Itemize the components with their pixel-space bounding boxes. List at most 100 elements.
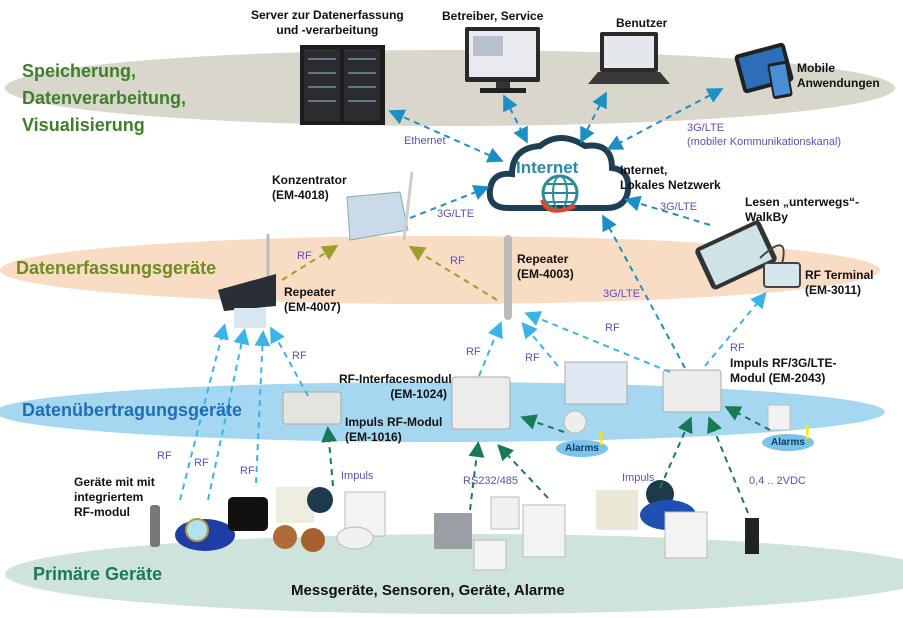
rf-interface-label: RF-Interfacesmodul (EM-1024) — [339, 372, 452, 402]
impuls-lte-link-label: 3G/LTE — [603, 288, 641, 300]
ethernet-link — [388, 109, 504, 163]
mobile-link-label: 3G/LTE (mobiler Kommunikationskanal) — [687, 121, 841, 149]
concentrator-label-line-1: Konzentrator — [272, 173, 347, 187]
tier-transmission-label: Datenübertragungsgeräte — [22, 400, 243, 420]
rs-label: RS232/485 — [463, 475, 519, 487]
vdc-label: 0,4 .. 2VDC — [749, 475, 806, 487]
repeater-4007-icon — [218, 234, 276, 328]
rf-interface-line-2: (EM-1024) — [390, 387, 447, 401]
integrated-rf-label: Geräte mit mit integriertem RF-modul — [74, 475, 155, 520]
impuls-label-1: Impuls — [341, 470, 374, 482]
rf-link-5 — [478, 321, 503, 377]
rf-label-2: RF — [450, 255, 465, 267]
walkby-lte-label: 3G/LTE — [660, 201, 698, 213]
tier-storage-line-2: Datenverarbeitung, — [22, 88, 187, 108]
user-link — [580, 91, 607, 144]
internet-label-line-2: Lokales Netzwerk — [620, 178, 721, 192]
alarm-link-1 — [520, 414, 565, 433]
walkby-label-line-1: Lesen „unterwegs“- — [745, 195, 860, 209]
rf-label-7: RF — [730, 342, 745, 354]
mobile-label: Mobile Anwendungen — [797, 61, 880, 91]
rf-terminal-label: RF Terminal (EM-3011) — [805, 268, 873, 298]
rf-link-6 — [521, 321, 559, 367]
primary-devices-left — [150, 487, 386, 552]
server-label-line-2: und -verarbeitung — [276, 23, 379, 37]
door-contact-icon — [767, 404, 791, 431]
impuls-rf-line-2: (EM-1016) — [345, 430, 402, 444]
rf-link-1 — [179, 323, 229, 501]
impuls-rf-line-1: Impuls RF-Modul — [345, 415, 443, 429]
alarm-panel-icon — [564, 361, 628, 405]
integrated-rf-line-2: integriertem — [74, 490, 144, 504]
alarm-badge-1: Alarms — [556, 440, 608, 457]
rf-link-8 — [704, 291, 767, 367]
repeater-4007-line-2: (EM-4007) — [284, 300, 341, 314]
operator-link — [503, 94, 528, 144]
rf-interface-line-1: RF-Interfacesmodul — [339, 372, 452, 386]
rs-link-2 — [497, 444, 549, 499]
internet-cloud-icon — [486, 135, 632, 213]
acquisition-band — [0, 236, 880, 304]
rf-label-6: RF — [605, 322, 620, 334]
server-icon — [300, 45, 385, 125]
rf-label-3: RF — [292, 350, 307, 362]
walkby-link — [624, 195, 711, 226]
rf-terminal-line-1: RF Terminal — [805, 268, 874, 282]
concentrator-label-line-2: (EM-4018) — [272, 188, 329, 202]
primary-devices-middle — [434, 496, 566, 571]
integrated-rf-line-1: Geräte mit mit — [74, 475, 155, 489]
primary-devices-right — [596, 480, 759, 559]
repeater-4003-line-1: Repeater — [517, 252, 569, 266]
internet-label: Internet, Lokales Netzwerk — [620, 163, 721, 193]
rf-link-4 — [270, 326, 309, 397]
tier-acquisition-label: Datenerfassungsgeräte — [16, 258, 217, 278]
concentrator-label: Konzentrator (EM-4018) — [272, 173, 347, 203]
repeater-4007-label: Repeater (EM-4007) — [284, 285, 341, 315]
repeater-4003-icon — [504, 235, 512, 320]
rf-label-10: RF — [240, 465, 255, 477]
user-label: Benutzer — [616, 16, 668, 30]
integrated-rf-line-3: RF-modul — [74, 505, 130, 519]
rf-label-8: RF — [157, 450, 172, 462]
tier-storage-line-3: Visualisierung — [22, 115, 145, 135]
repeater-4007-line-1: Repeater — [284, 285, 336, 299]
vdc-link — [707, 416, 749, 514]
impuls-lte-line-1: Impuls RF/3G/LTE- — [730, 356, 837, 370]
rf-link-3 — [254, 330, 271, 484]
rf-label-9: RF — [194, 457, 209, 469]
rf-label-5: RF — [525, 352, 540, 364]
smoke-sensor-icon — [563, 410, 587, 434]
rf-label-4: RF — [466, 346, 481, 358]
rf-interface-module-icon — [451, 376, 511, 430]
rf-terminal-icon — [763, 262, 801, 288]
tier-storage-line-1: Speicherung, — [22, 61, 137, 81]
repeater-4003-line-2: (EM-4003) — [517, 267, 574, 281]
rf-terminal-line-2: (EM-3011) — [805, 283, 862, 297]
walkby-label-line-2: WalkBy — [745, 210, 788, 224]
repeater-4003-label: Repeater (EM-4003) — [517, 252, 574, 282]
server-label: Server zur Datenerfassung und -verarbeit… — [251, 8, 404, 38]
alarm-link-2 — [724, 406, 771, 431]
rf-link-2 — [207, 328, 250, 501]
impuls-label-2: Impuls — [622, 472, 655, 484]
concentrator-icon — [346, 171, 414, 241]
impuls-lte-module-icon — [662, 369, 722, 413]
tier-primary-label: Primäre Geräte — [33, 564, 163, 584]
primary-devices-caption: Messgeräte, Sensoren, Geräte, Alarme — [291, 582, 565, 599]
operator-label: Betreiber, Service — [442, 9, 544, 23]
mobile-link-line-2: (mobiler Kommunikationskanal) — [687, 136, 842, 148]
impuls-lte-line-2: Modul (EM-2043) — [730, 371, 826, 385]
alarm-exclamation-icon: ! — [804, 422, 811, 444]
laptop-icon — [588, 32, 670, 84]
server-label-line-1: Server zur Datenerfassung — [251, 8, 404, 22]
alarm-exclamation-icon: ! — [598, 428, 605, 450]
internet-label-line-1: Internet, — [620, 163, 668, 177]
mobile-link — [606, 88, 724, 150]
monitor-icon — [465, 27, 540, 93]
mobile-label-line-1: Mobile — [797, 61, 835, 75]
concentrator-lte-label: 3G/LTE — [437, 208, 475, 220]
rf-label-1: RF — [297, 250, 312, 262]
impuls-rf-module-icon — [282, 391, 342, 425]
